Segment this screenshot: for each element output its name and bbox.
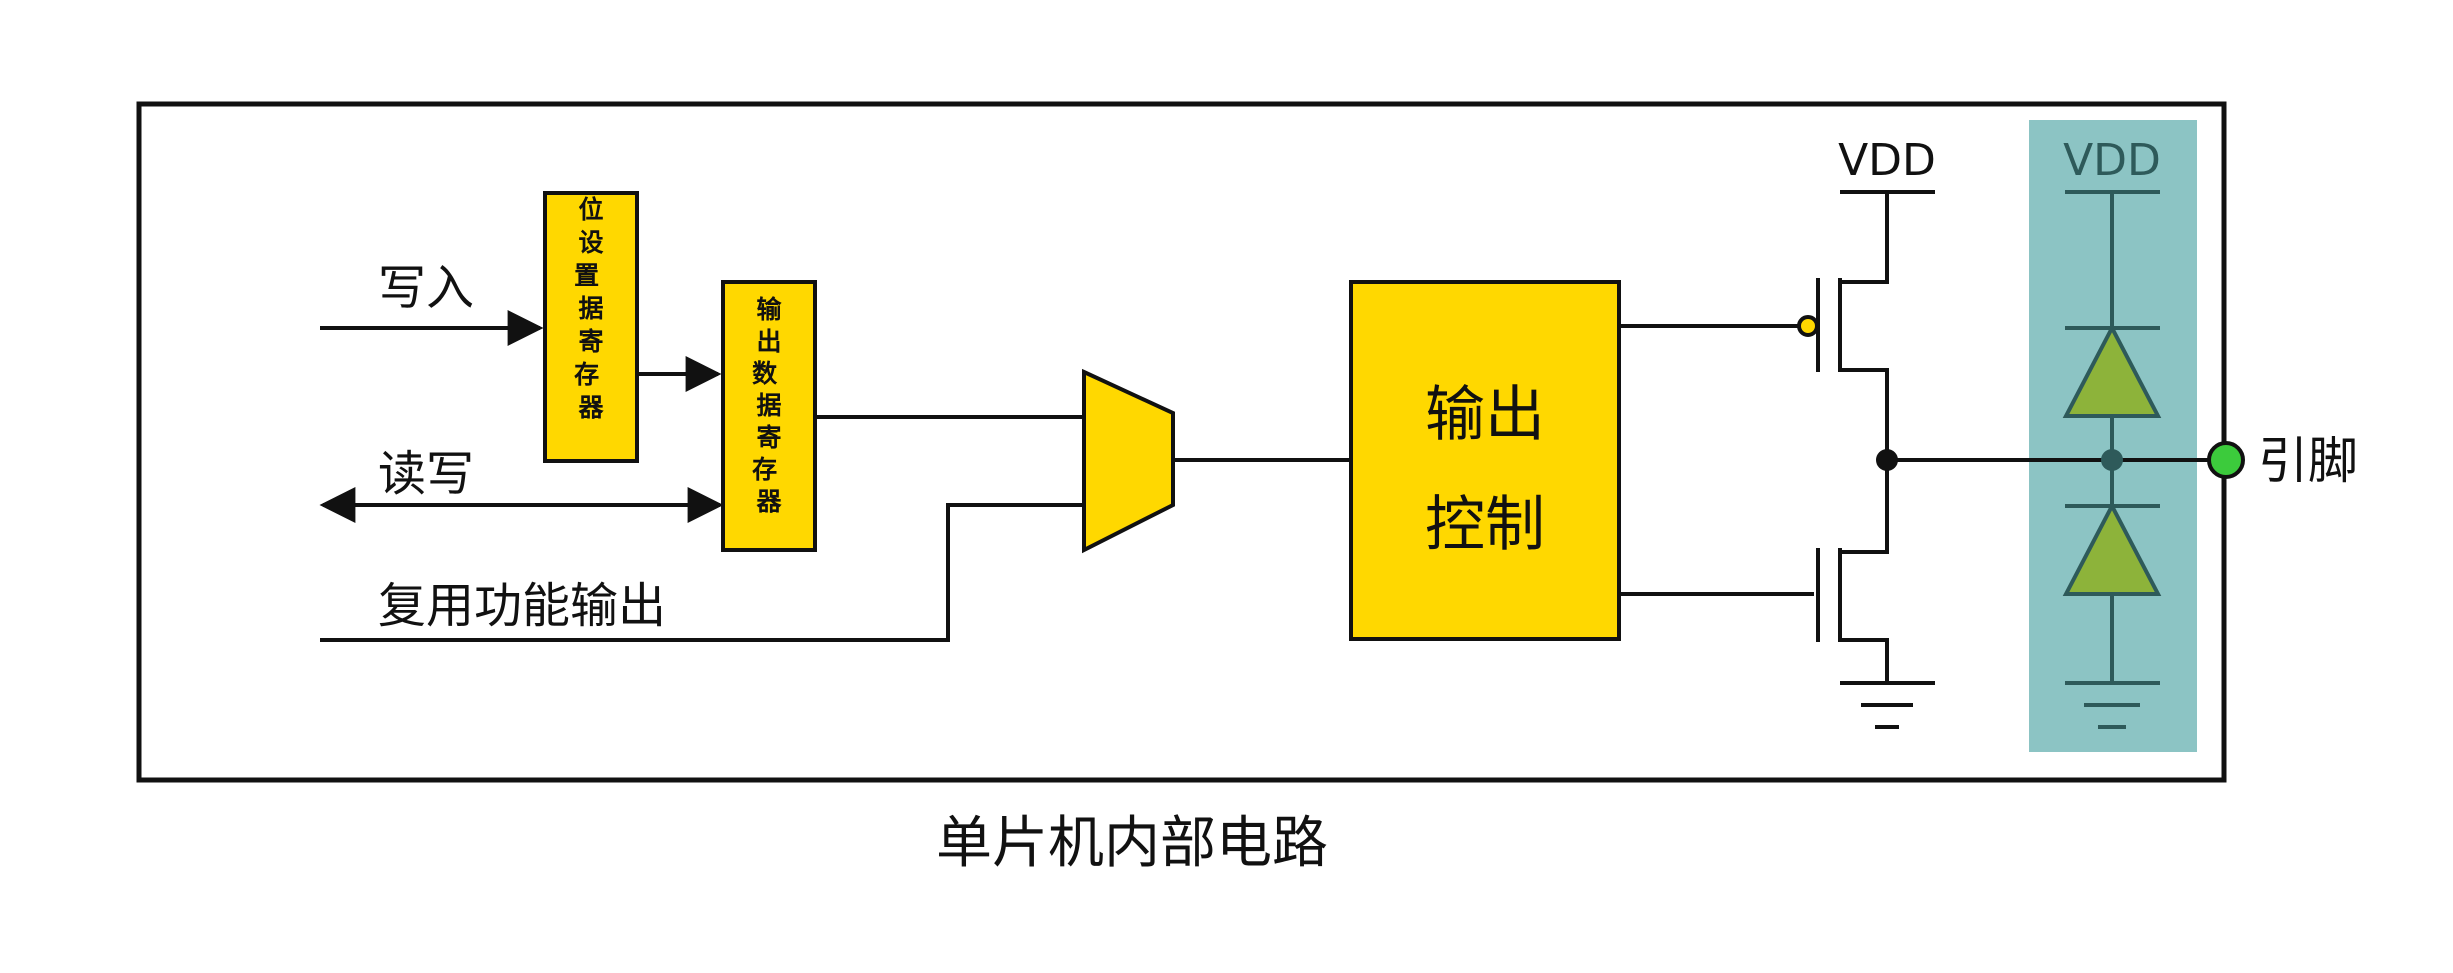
output-data-register-label: 输出数 据寄存 器 (752, 295, 786, 516)
chip-boundary (136, 101, 2227, 783)
output-control-label-line1: 输出 (1425, 380, 1545, 450)
output-control-label-line2: 控制 (1425, 490, 1545, 560)
ground-main-symbol (1840, 681, 1935, 729)
vdd-main-label: VDD (1838, 135, 1936, 186)
diagram-caption: 单片机内部电路 (936, 811, 1328, 876)
protection-node-junction (2101, 449, 2123, 471)
vdd-protect-label: VDD (2063, 135, 2161, 186)
alt-output-label: 复用功能输出 (378, 578, 666, 634)
bit-set-register-label: 位设置 据寄存 器 (574, 195, 608, 422)
pmos-gate-bubble (1797, 315, 1819, 337)
protection-diodes (2065, 190, 2160, 729)
write-in-label: 写入 (378, 260, 474, 316)
bit-set-register (543, 191, 639, 463)
pin-terminal (2207, 441, 2245, 479)
multiplexer (1082, 368, 1175, 554)
output-node-junction (1876, 449, 1898, 471)
nmos-transistor (1816, 460, 1889, 683)
pmos-transistor (1797, 192, 1889, 460)
output-control-block (1349, 280, 1621, 641)
alt-output-wire (320, 503, 1084, 642)
read-write-label: 读写 (378, 446, 474, 502)
pin-label: 引脚 (2258, 432, 2358, 490)
output-data-register (721, 280, 817, 552)
